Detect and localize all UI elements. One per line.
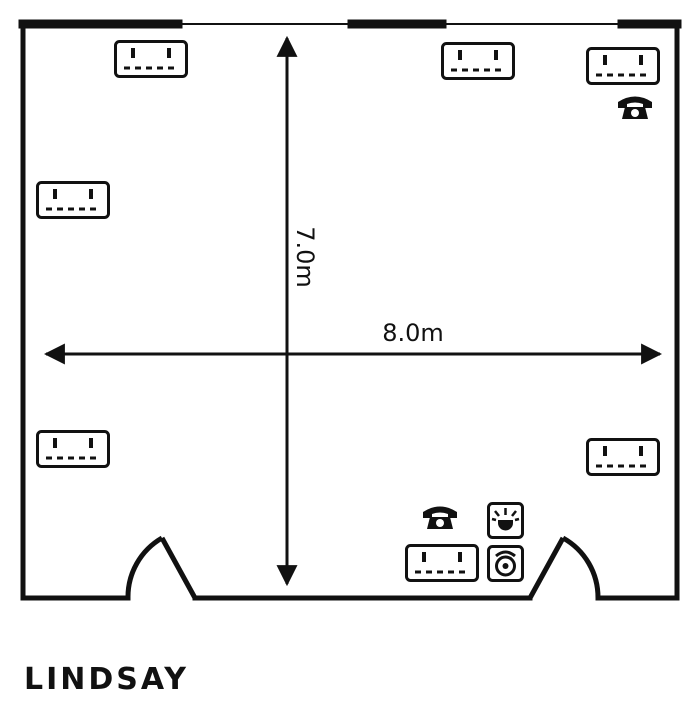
room-walls bbox=[18, 19, 682, 601]
telephone-icon bbox=[423, 506, 457, 529]
double-socket-icon bbox=[36, 430, 110, 468]
length-label: 7.0m bbox=[291, 226, 319, 288]
left-wall bbox=[20, 21, 131, 601]
telephone-icon bbox=[618, 96, 652, 119]
door-left bbox=[125, 535, 198, 600]
double-socket-icon bbox=[405, 544, 479, 582]
double-socket-icon bbox=[586, 438, 660, 476]
door-right bbox=[527, 535, 601, 600]
dimmer-control-icon bbox=[487, 545, 524, 582]
width-label: 8.0m bbox=[382, 319, 444, 347]
double-socket-icon bbox=[114, 40, 188, 78]
double-socket-icon bbox=[441, 42, 515, 80]
double-socket-icon bbox=[36, 181, 110, 219]
floor-plan: 8.0m 7.0m bbox=[18, 19, 682, 601]
double-socket-icon bbox=[586, 47, 660, 85]
light-switch-icon bbox=[487, 502, 524, 539]
room-name: LINDSAY bbox=[24, 662, 189, 697]
